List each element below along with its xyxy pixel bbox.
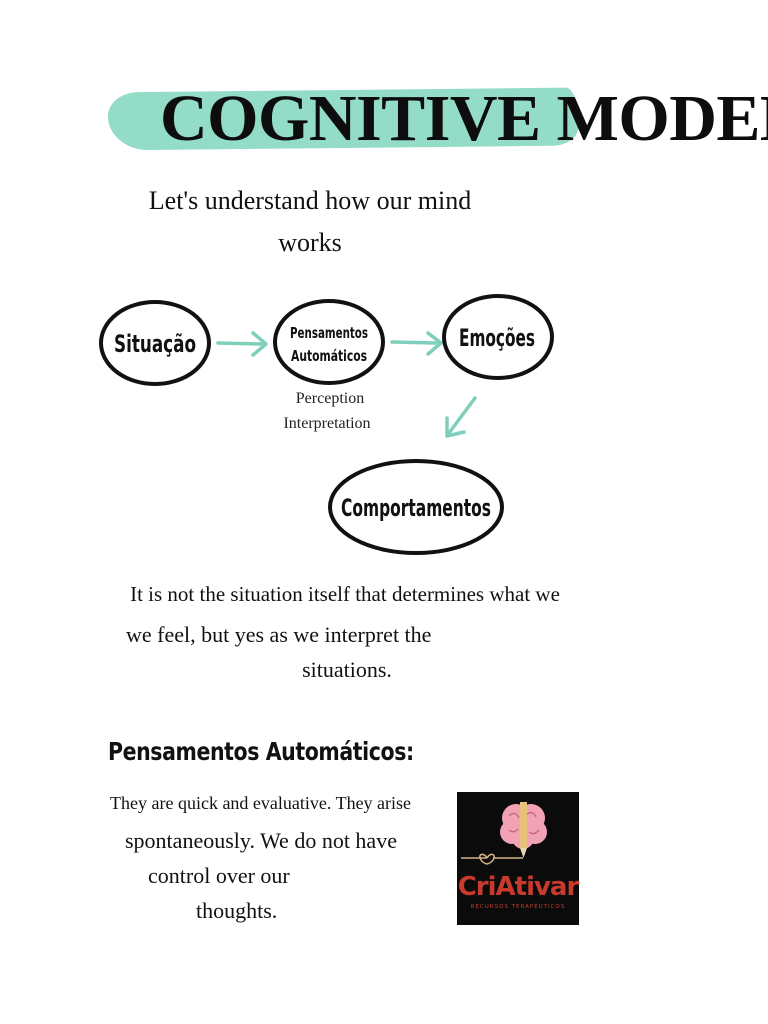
brain-pencil-icon — [461, 802, 547, 865]
description-line-2: spontaneously. We do not have — [125, 828, 397, 853]
node-comportamentos-label: Comportamentos — [341, 494, 491, 522]
section-heading: Pensamentos Automáticos: — [108, 737, 414, 766]
node-pensamentos-label-line-1: Pensamentos — [290, 324, 368, 342]
title-brush-highlight-end — [112, 104, 172, 138]
node-comportamentos-ellipse — [328, 459, 504, 555]
node-situacao-ellipse — [99, 300, 211, 386]
statement-line-2: we feel, but yes as we interpret the — [126, 622, 432, 647]
node-pensamentos-ellipse — [273, 299, 385, 385]
statement-line-3: situations. — [110, 655, 580, 685]
node-situacao-label: Situação — [114, 330, 196, 358]
description-line-1: They are quick and evaluative. They aris… — [110, 793, 412, 813]
node-emocoes-label: Emoções — [459, 324, 535, 352]
criativar-logo: CriAtivar RECURSOS TERAPÊUTICOS — [457, 792, 579, 925]
note-interpretation: Interpretation — [283, 415, 370, 432]
node-comportamentos: Comportamentos — [328, 459, 504, 555]
node-pensamentos-label-line-2: Automáticos — [291, 347, 367, 365]
cognitive-model-diagram: Situação Pensamentos Automáticos Emoções… — [99, 294, 554, 555]
arrow-pensamentos-to-emocoes — [390, 331, 443, 356]
subtitle-line-1: Let's understand how our mind — [148, 186, 472, 215]
node-emocoes: Emoções — [442, 294, 554, 380]
node-situacao: Situação — [99, 300, 211, 386]
note-perception: Perception — [296, 390, 364, 407]
description-line-4: thoughts. — [196, 898, 278, 923]
description-line-3: control over our — [148, 863, 290, 888]
logo-tagline: RECURSOS TERAPÊUTICOS — [470, 904, 566, 910]
arrow-emocoes-to-comportamentos — [445, 396, 477, 438]
subtitle-line-2: works — [278, 228, 342, 257]
node-pensamentos-automaticos: Pensamentos Automáticos — [273, 299, 385, 385]
arrow-situacao-to-pensamentos — [216, 331, 268, 357]
statement-line-1: It is not the situation itself that dete… — [130, 582, 560, 606]
statement-line-3-text: situations. — [302, 657, 392, 682]
node-emocoes-ellipse — [442, 294, 554, 380]
subtitle: Let's understand how our mind works — [100, 180, 520, 264]
page-title: COGNITIVE MODEL — [160, 82, 768, 155]
logo-name: CriAtivar — [457, 872, 580, 902]
